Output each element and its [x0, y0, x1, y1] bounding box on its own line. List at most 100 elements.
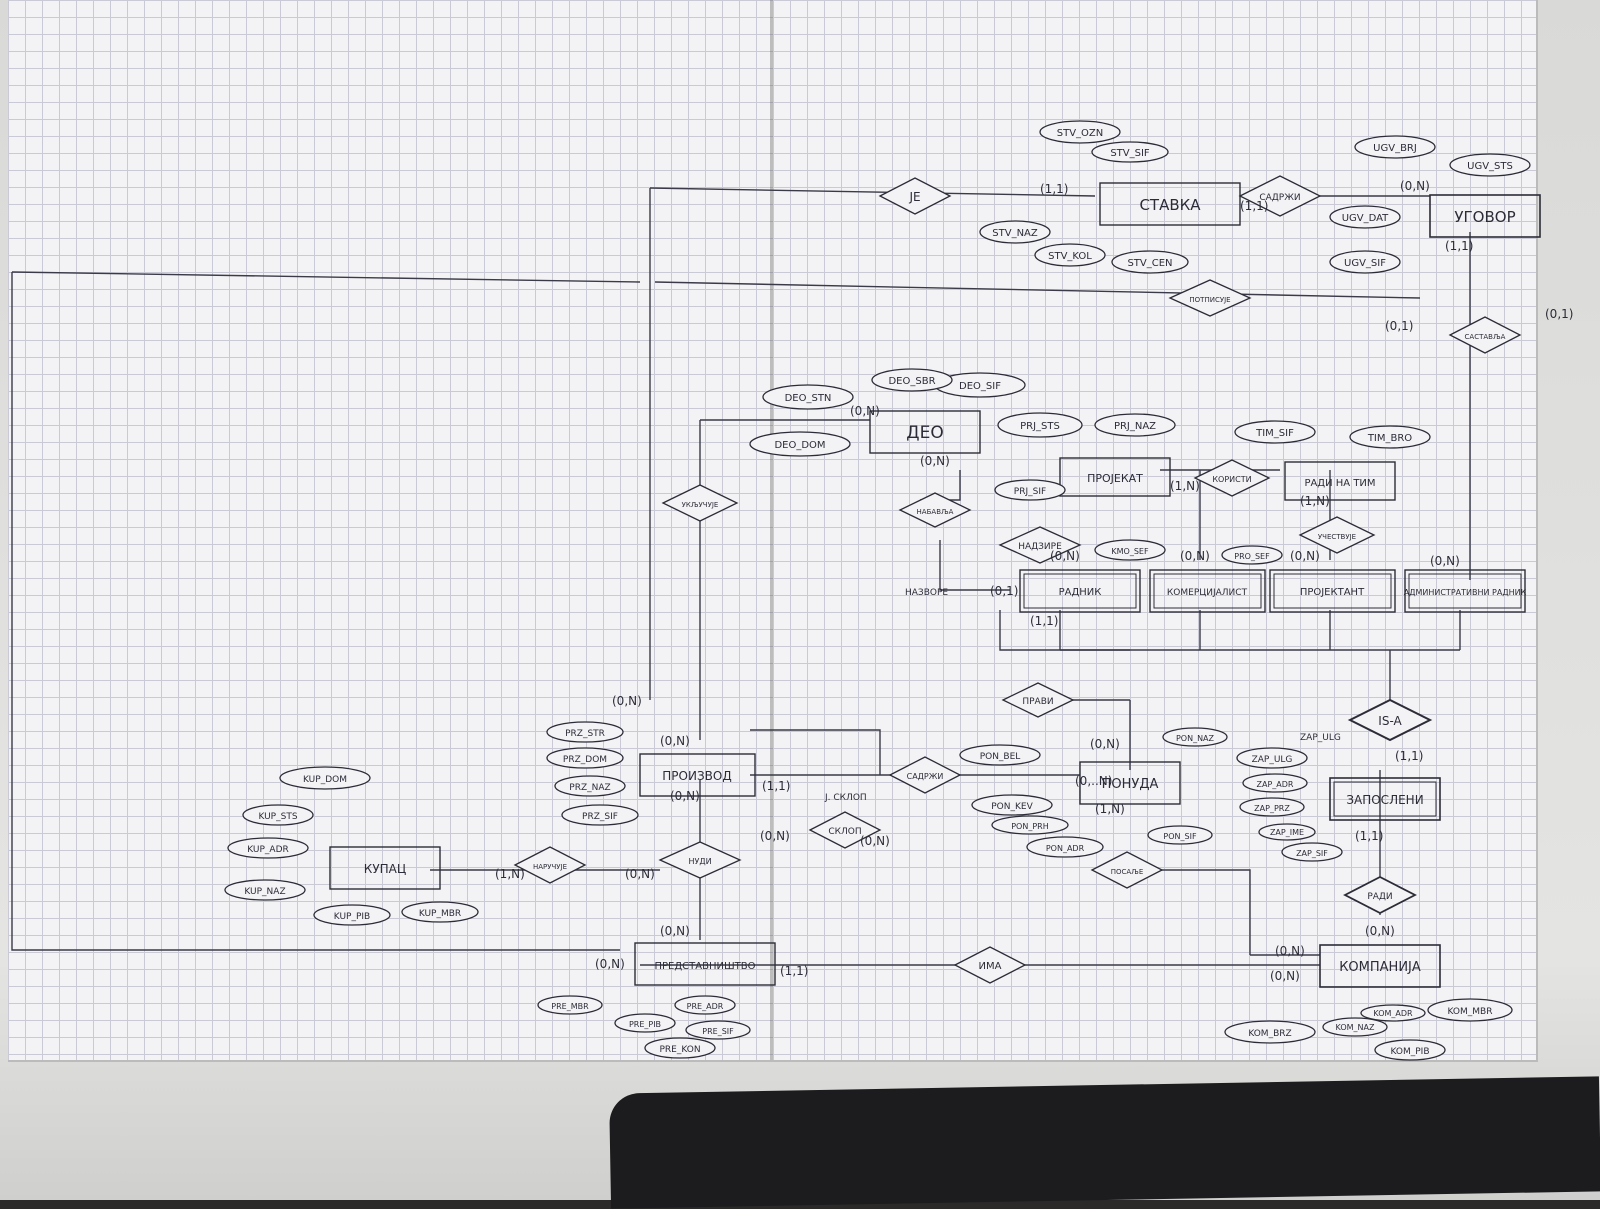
entity-radi-na-tim: РАДИ НА ТИМ — [1284, 461, 1396, 501]
attribute-pon-kev: PON_KEV — [971, 794, 1053, 816]
entity-label: ПРЕДСТАВНИШТВО — [654, 961, 755, 972]
relationship-ucestvuje: УЧЕСТВУЈЕ — [1298, 516, 1376, 554]
cardinality: (0,N) — [1290, 549, 1320, 563]
svg-text:PON_BEL: PON_BEL — [980, 752, 1021, 762]
entity-administrativni-radnik: АДМИНИСТРАТИВНИ РАДНИК — [1404, 569, 1527, 613]
entity-projekat: ПРОЈЕКАТ — [1059, 457, 1171, 497]
attribute-kup-dom: KUP_DOM — [279, 766, 371, 790]
attribute-pon-sif: PON_SIF — [1147, 825, 1213, 845]
attribute-pre-pib: PRE_PIB — [614, 1013, 676, 1033]
svg-text:KUP_MBR: KUP_MBR — [419, 909, 461, 919]
svg-text:PON_ADR: PON_ADR — [1046, 844, 1085, 853]
entity-deo: ДЕО — [869, 410, 981, 454]
cardinality: (0,N) — [1180, 549, 1210, 563]
relationship-koristi: КОРИСТИ — [1193, 459, 1271, 497]
relationship-nadzire: НАДЗИРЕ — [998, 526, 1082, 564]
svg-text:PON_NAZ: PON_NAZ — [1176, 734, 1215, 743]
entity-kompanija: КОМПАНИЈА — [1319, 944, 1441, 988]
cardinality: (1,1) — [1040, 182, 1068, 196]
svg-text:PRO_SEF: PRO_SEF — [1234, 552, 1270, 561]
entity-predstavnistvo: ПРЕДСТАВНИШТВО — [634, 942, 776, 986]
svg-text:UGV_SIF: UGV_SIF — [1344, 258, 1386, 269]
svg-text:PRZ_NAZ: PRZ_NAZ — [569, 783, 610, 793]
svg-text:PRJ_NAZ: PRJ_NAZ — [1114, 421, 1156, 432]
attribute-pre-sif: PRE_SIF — [685, 1020, 751, 1040]
entity-label: КОМЕРЦИЈАЛИСТ — [1167, 588, 1248, 598]
relationship-isa: IS-A — [1347, 698, 1433, 742]
cardinality: (0,N) — [595, 957, 625, 971]
cardinality: (1,1) — [1445, 239, 1473, 253]
cardinality-labels: (0,N) (1,1) (1,1) (1,1) (0,1) (0,N) (0,N… — [495, 179, 1573, 983]
svg-text:СКЛОП: СКЛОП — [828, 827, 861, 837]
attribute-stv-sif: STV_SIF — [1091, 141, 1169, 163]
entity-stavka: СТАВКА — [1099, 182, 1241, 226]
relationship-sadrzi-ugovor: САДРЖИ — [1238, 175, 1322, 217]
attribute-ugv-sts: UGV_STS — [1449, 153, 1531, 177]
svg-text:UGV_DAT: UGV_DAT — [1342, 213, 1389, 224]
attribute-prz-dom: PRZ_DOM — [546, 747, 624, 769]
cardinality: (0,N) — [1275, 944, 1305, 958]
attribute-pre-adr: PRE_ADR — [674, 995, 736, 1015]
relationship-nudi: НУДИ — [658, 841, 742, 879]
attribute-kup-pib: KUP_PIB — [313, 904, 391, 926]
attribute-zap-prz: ZAP_PRZ — [1239, 797, 1305, 817]
svg-text:KUP_ADR: KUP_ADR — [247, 845, 289, 855]
attribute-pon-adr: PON_ADR — [1026, 836, 1104, 858]
svg-text:DEO_DOM: DEO_DOM — [774, 440, 825, 451]
cardinality: (0,N) — [660, 734, 690, 748]
entity-kupac: КУПАЦ — [329, 846, 441, 890]
entity-label: ПРОИЗВОД — [662, 769, 731, 783]
attribute-ugv-brj: UGV_BRJ — [1354, 135, 1436, 159]
relationship-narucuje: НАРУЧУЈЕ — [513, 846, 587, 884]
cardinality: (0,N) — [760, 829, 790, 843]
svg-text:PRZ_DOM: PRZ_DOM — [563, 755, 607, 765]
cardinality: (0,N) — [625, 867, 655, 881]
relationship-sklon: СКЛОП — [808, 811, 882, 849]
entity-label: СТАВКА — [1139, 196, 1201, 214]
svg-text:DEO_SBR: DEO_SBR — [888, 376, 935, 387]
attribute-stv-kol: STV_KOL — [1034, 243, 1106, 267]
attribute-deo-dom: DEO_DOM — [749, 431, 851, 457]
svg-text:НАДЗИРЕ: НАДЗИРЕ — [1018, 542, 1062, 552]
entity-label: ПОНУДА — [1102, 777, 1159, 792]
svg-text:KOM_PIB: KOM_PIB — [1390, 1047, 1429, 1057]
svg-text:РАДИ: РАДИ — [1367, 892, 1392, 902]
attribute-pro-sef: PRO_SEF — [1221, 545, 1283, 565]
svg-text:ZAP_IME: ZAP_IME — [1270, 828, 1304, 837]
entity-ponuda: ПОНУДА — [1079, 761, 1181, 805]
cardinality: (0,N) — [1050, 549, 1080, 563]
attribute-kom-brz: KOM_BRZ — [1224, 1020, 1316, 1044]
relationship-sadrzi-ponuda: САДРЖИ — [888, 756, 962, 794]
svg-text:КОРИСТИ: КОРИСТИ — [1212, 475, 1251, 484]
entity-label: УГОВОР — [1454, 208, 1515, 226]
attribute-zap-ulg: ZAP_ULG — [1236, 747, 1308, 769]
entity-label: ПРОЈЕКТАНТ — [1300, 587, 1365, 598]
entity-label: КОМПАНИЈА — [1339, 960, 1421, 975]
svg-text:ZAP_ADR: ZAP_ADR — [1257, 780, 1294, 789]
paper-fold-line — [770, 0, 773, 1060]
cardinality: (0,N) — [660, 924, 690, 938]
svg-text:STV_SIF: STV_SIF — [1110, 148, 1150, 159]
svg-text:ZAP_PRZ: ZAP_PRZ — [1254, 804, 1290, 813]
attribute-deo-sbr: DEO_SBR — [871, 368, 953, 392]
entity-label: ЗАПОСЛЕНИ — [1346, 793, 1423, 807]
attribute-ugv-dat: UGV_DAT — [1329, 205, 1401, 229]
svg-text:STV_CEN: STV_CEN — [1127, 258, 1172, 269]
svg-text:НАРУЧУЈЕ: НАРУЧУЈЕ — [533, 863, 567, 871]
cardinality: (1,1) — [1355, 829, 1383, 843]
entity-label: АДМИНИСТРАТИВНИ РАДНИК — [1404, 588, 1527, 597]
attribute-deo-stn: DEO_STN — [762, 384, 854, 410]
attribute-kom-mbr: KOM_MBR — [1427, 998, 1513, 1022]
svg-text:STV_KOL: STV_KOL — [1048, 251, 1092, 262]
svg-text:PRZ_SIF: PRZ_SIF — [582, 812, 618, 822]
attribute-stv-ozn: STV_OZN — [1039, 120, 1121, 144]
cardinality: (1,N) — [1170, 479, 1200, 493]
svg-text:PON_KEV: PON_KEV — [991, 802, 1033, 812]
cardinality: (0,N) — [1270, 969, 1300, 983]
attribute-kup-sts: KUP_STS — [242, 804, 314, 826]
attribute-kom-adr: KOM_ADR — [1360, 1004, 1426, 1022]
attribute-pre-mbr: PRE_MBR — [537, 995, 603, 1015]
relationship-pravi: ПРАВИ — [1001, 682, 1075, 718]
attribute-stv-naz: STV_NAZ — [979, 220, 1051, 244]
cardinality: (1,N) — [1095, 802, 1125, 816]
